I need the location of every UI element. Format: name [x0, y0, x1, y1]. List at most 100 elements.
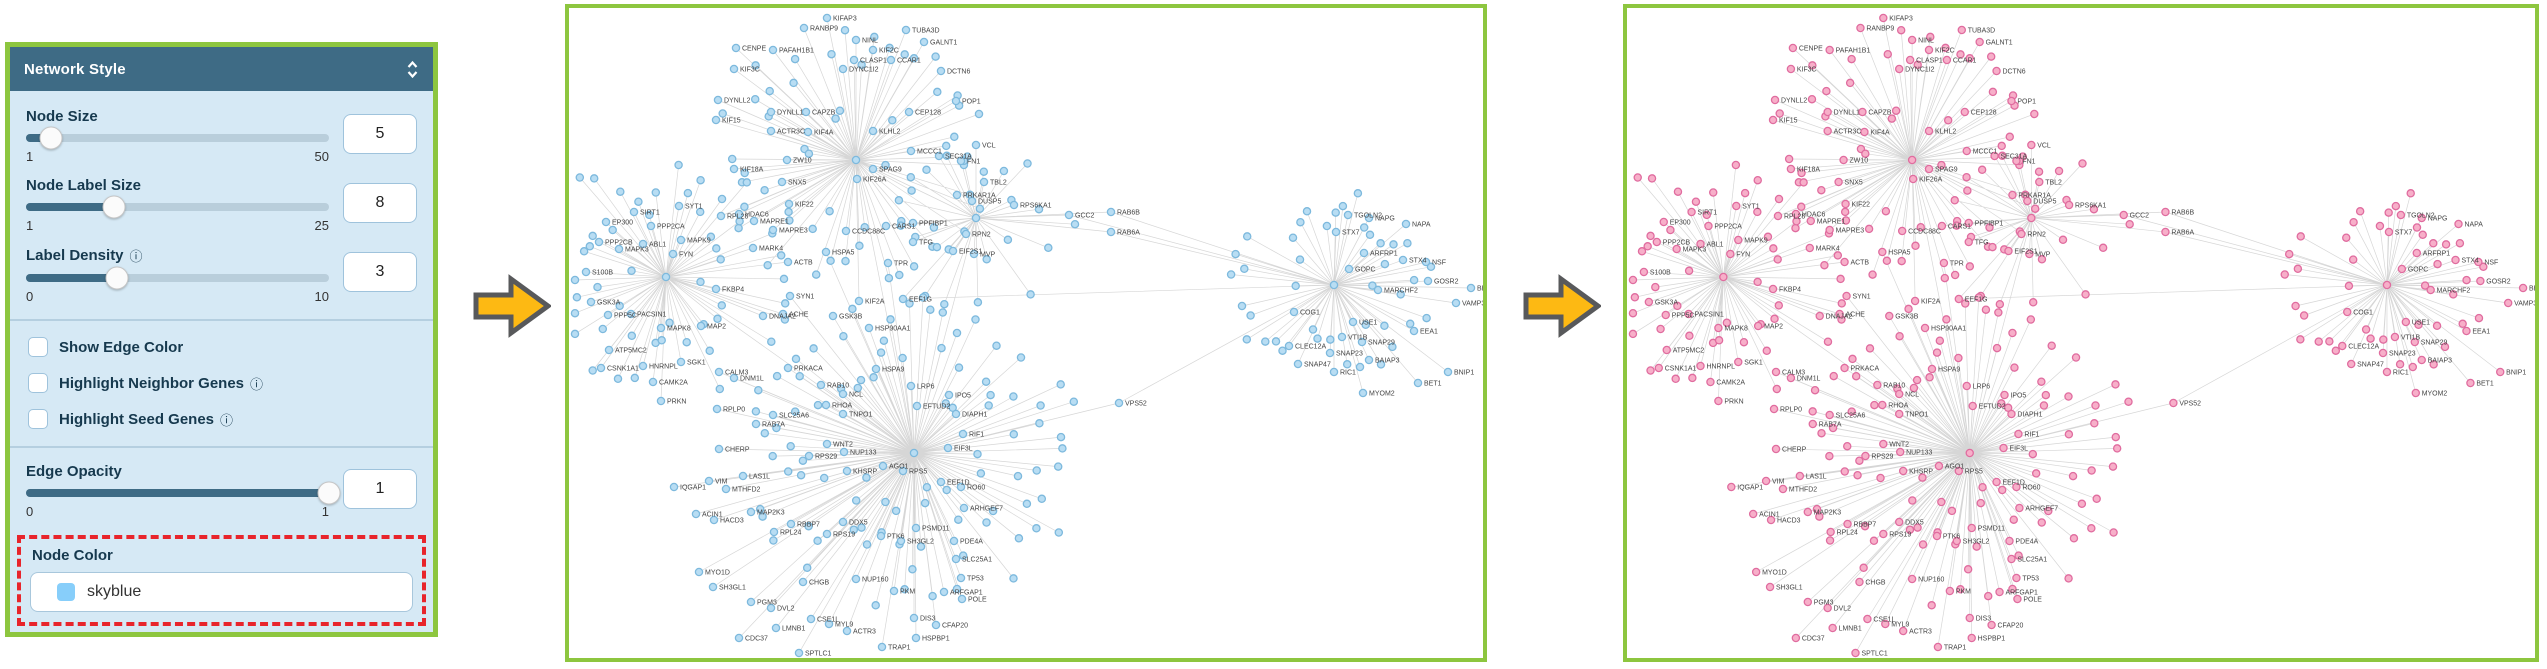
svg-text:CARS1: CARS1 [892, 224, 915, 231]
svg-text:SIRT1: SIRT1 [640, 210, 660, 217]
svg-text:GOSR2: GOSR2 [2486, 278, 2510, 285]
svg-text:EEF1G: EEF1G [1965, 296, 1988, 303]
svg-text:ZW10: ZW10 [1850, 157, 1869, 164]
node-label-size-slider[interactable] [26, 195, 329, 219]
svg-text:BET1L: BET1L [1477, 286, 1483, 293]
slider-thumb[interactable] [102, 195, 126, 219]
svg-text:MYL9: MYL9 [835, 622, 853, 629]
svg-text:CSNK1A1: CSNK1A1 [1665, 365, 1697, 372]
svg-text:PAFAH1B1: PAFAH1B1 [1836, 47, 1871, 54]
panel-title: Network Style [24, 60, 126, 78]
slider-thumb[interactable] [39, 126, 63, 150]
svg-text:RHOA: RHOA [1888, 402, 1908, 409]
svg-text:MYO1D: MYO1D [705, 570, 730, 577]
highlight-neighbor-genes-checkbox[interactable] [28, 373, 48, 393]
svg-text:RAB6B: RAB6B [1117, 210, 1140, 217]
svg-text:HSPA5: HSPA5 [832, 250, 855, 257]
node-color-label: Node Color [32, 547, 113, 564]
edge-opacity-slider[interactable] [26, 481, 341, 505]
svg-text:EIF3L: EIF3L [2009, 445, 2028, 452]
svg-text:DYNLL1: DYNLL1 [777, 110, 804, 117]
svg-text:ACHE: ACHE [789, 312, 809, 319]
svg-text:CAMK2A: CAMK2A [659, 380, 688, 387]
svg-text:RAB7A: RAB7A [1819, 421, 1842, 428]
svg-text:CSE1L: CSE1L [817, 617, 839, 624]
node-size-slider[interactable] [26, 126, 329, 150]
svg-text:DCTN6: DCTN6 [947, 69, 970, 76]
slider-min: 1 [26, 218, 34, 233]
svg-text:PRKACA: PRKACA [794, 366, 823, 373]
svg-text:SNAP47: SNAP47 [2357, 361, 2384, 368]
svg-text:TRAP1: TRAP1 [1944, 644, 1967, 651]
svg-text:CHGB: CHGB [1865, 579, 1885, 586]
node-color-select[interactable]: skyblue [30, 572, 413, 612]
svg-text:TNPO1: TNPO1 [1905, 411, 1928, 418]
slider-thumb[interactable] [105, 266, 129, 290]
svg-text:MAP2K3: MAP2K3 [1814, 509, 1842, 516]
svg-text:DNM1L: DNM1L [740, 376, 764, 383]
svg-text:MAPK8: MAPK8 [667, 326, 691, 333]
svg-text:PPP2CB: PPP2CB [605, 240, 633, 247]
svg-text:BNIP1: BNIP1 [1454, 370, 1474, 377]
section-divider [10, 446, 433, 448]
skyblue-swatch-icon [57, 583, 75, 601]
svg-text:ARFGAP1: ARFGAP1 [2005, 589, 2038, 596]
svg-text:GOPC: GOPC [2408, 266, 2428, 273]
svg-text:SNX5: SNX5 [1845, 179, 1863, 186]
svg-text:ACTR3: ACTR3 [853, 629, 876, 636]
highlight-seed-genes-checkbox[interactable] [28, 409, 48, 429]
svg-text:KIF3C: KIF3C [740, 67, 760, 74]
label-density-slider-row: Label Density ⓘ 0 10 3 [26, 246, 417, 304]
svg-text:TBL2: TBL2 [2045, 179, 2062, 186]
svg-text:PSMD11: PSMD11 [1978, 525, 2005, 532]
node-size-input[interactable]: 5 [343, 114, 417, 154]
svg-text:RPN2: RPN2 [972, 232, 991, 239]
slider-thumb[interactable] [317, 481, 341, 505]
node-label-size-input[interactable]: 8 [343, 183, 417, 223]
collapse-chevron-icon[interactable] [406, 60, 419, 79]
label-density-slider[interactable] [26, 266, 329, 290]
svg-text:HACD3: HACD3 [720, 518, 744, 525]
svg-text:ARFGAP1: ARFGAP1 [950, 590, 983, 597]
svg-text:CCAR1: CCAR1 [897, 58, 921, 65]
edge-opacity-input[interactable]: 1 [343, 469, 417, 509]
svg-text:POLE: POLE [968, 597, 987, 604]
info-icon[interactable]: ⓘ [220, 412, 234, 428]
svg-text:MYL9: MYL9 [1891, 621, 1909, 628]
svg-text:MAPRE3: MAPRE3 [779, 228, 808, 235]
svg-text:GOSR2: GOSR2 [1434, 279, 1459, 286]
svg-text:KHSRP: KHSRP [853, 469, 877, 476]
edge-opacity-slider-row: Edge Opacity 0 1 1 [26, 463, 417, 519]
label-density-input[interactable]: 3 [343, 252, 417, 292]
svg-text:HNRNPL: HNRNPL [649, 364, 678, 371]
svg-text:GSK3B: GSK3B [1895, 313, 1919, 320]
svg-text:MCCC1: MCCC1 [917, 149, 942, 156]
svg-text:HDAC6: HDAC6 [745, 212, 769, 219]
show-edge-color-checkbox[interactable] [28, 337, 48, 357]
svg-text:GCC2: GCC2 [2130, 212, 2149, 219]
info-icon[interactable]: ⓘ [129, 249, 143, 264]
svg-text:KLHL2: KLHL2 [879, 129, 901, 136]
info-icon[interactable]: ⓘ [250, 376, 264, 392]
svg-text:NSF: NSF [2484, 259, 2498, 266]
svg-text:MAP2: MAP2 [707, 324, 726, 331]
svg-text:VTI1B: VTI1B [2401, 334, 2421, 341]
svg-text:AGO1: AGO1 [1945, 463, 1964, 470]
svg-text:MAP2K3: MAP2K3 [757, 510, 785, 517]
svg-text:MAPK8: MAPK8 [1724, 325, 1748, 332]
svg-text:DUSP5: DUSP5 [978, 199, 1001, 206]
svg-text:KIF18A: KIF18A [740, 167, 764, 174]
svg-text:RPL28: RPL28 [1784, 213, 1805, 220]
svg-text:RIF1: RIF1 [969, 432, 984, 439]
svg-text:CCDC88C: CCDC88C [852, 229, 885, 236]
svg-text:KLHL2: KLHL2 [1935, 128, 1956, 135]
svg-text:LAS1L: LAS1L [1806, 473, 1827, 480]
svg-text:RPS19: RPS19 [833, 532, 855, 539]
svg-text:TFG: TFG [919, 240, 933, 247]
svg-text:STX4: STX4 [2461, 257, 2478, 264]
svg-text:KIF18A: KIF18A [1797, 166, 1821, 173]
